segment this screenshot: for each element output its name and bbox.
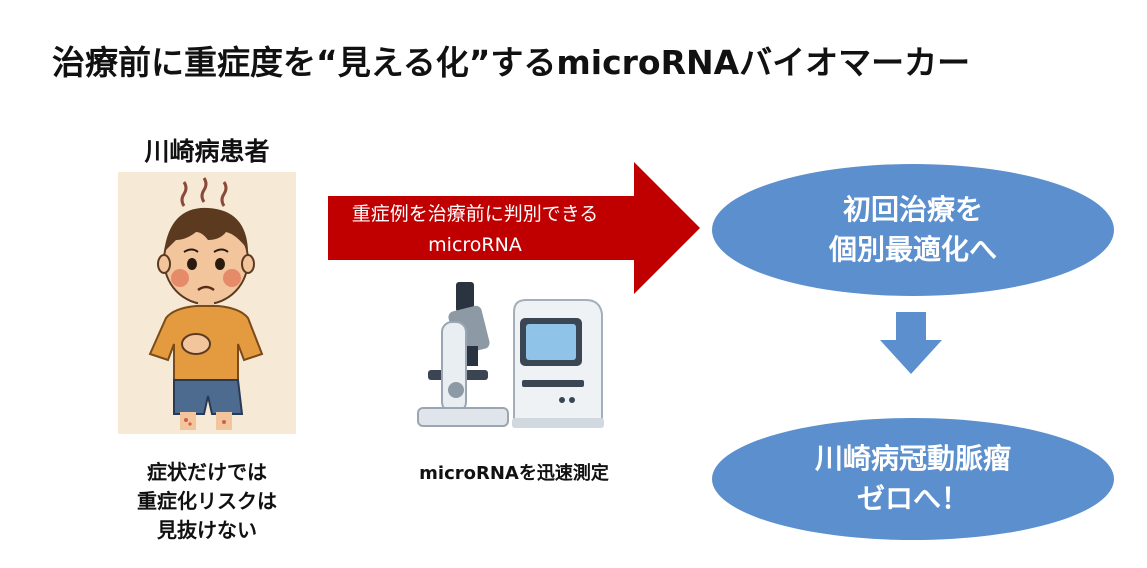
arrow-text-line-1: 重症例を治療前に判別できる [351,203,599,225]
microscope-icon [417,282,509,427]
outcome-ellipse-aneurysm: 川崎病冠動脈瘤 ゼロへ！ [712,418,1114,540]
outcome-ellipse-treatment: 初回治療を 個別最適化へ [712,164,1114,296]
outcome-bottom-line-2: ゼロへ！ [856,482,969,515]
page-title: 治療前に重症度を“見える化”するmicroRNAバイオマーカー [52,43,971,82]
arrow-text: 重症例を治療前に判別できる microRNA [330,199,620,261]
arrow-text-line-2: microRNA [428,234,522,256]
outcome-top-line-1: 初回治療を [842,193,983,226]
equipment-illustration [417,282,604,428]
patient-caption-line-3: 見抜けない [157,518,257,542]
analyzer-icon [512,299,604,428]
patient-caption: 症状だけでは 重症化リスクは 見抜けない [108,458,306,545]
down-arrow-icon [880,312,942,374]
outcome-bottom-line-1: 川崎病冠動脈瘤 [814,442,1011,475]
right-arrow-icon [328,162,700,294]
patient-label: 川崎病患者 [144,137,270,166]
patient-caption-line-1: 症状だけでは [147,460,267,484]
patient-illustration [118,172,296,434]
patient-caption-line-2: 重症化リスクは [137,489,277,513]
equipment-caption: microRNAを迅速測定 [419,463,609,484]
outcome-top-line-2: 個別最適化へ [828,233,997,266]
